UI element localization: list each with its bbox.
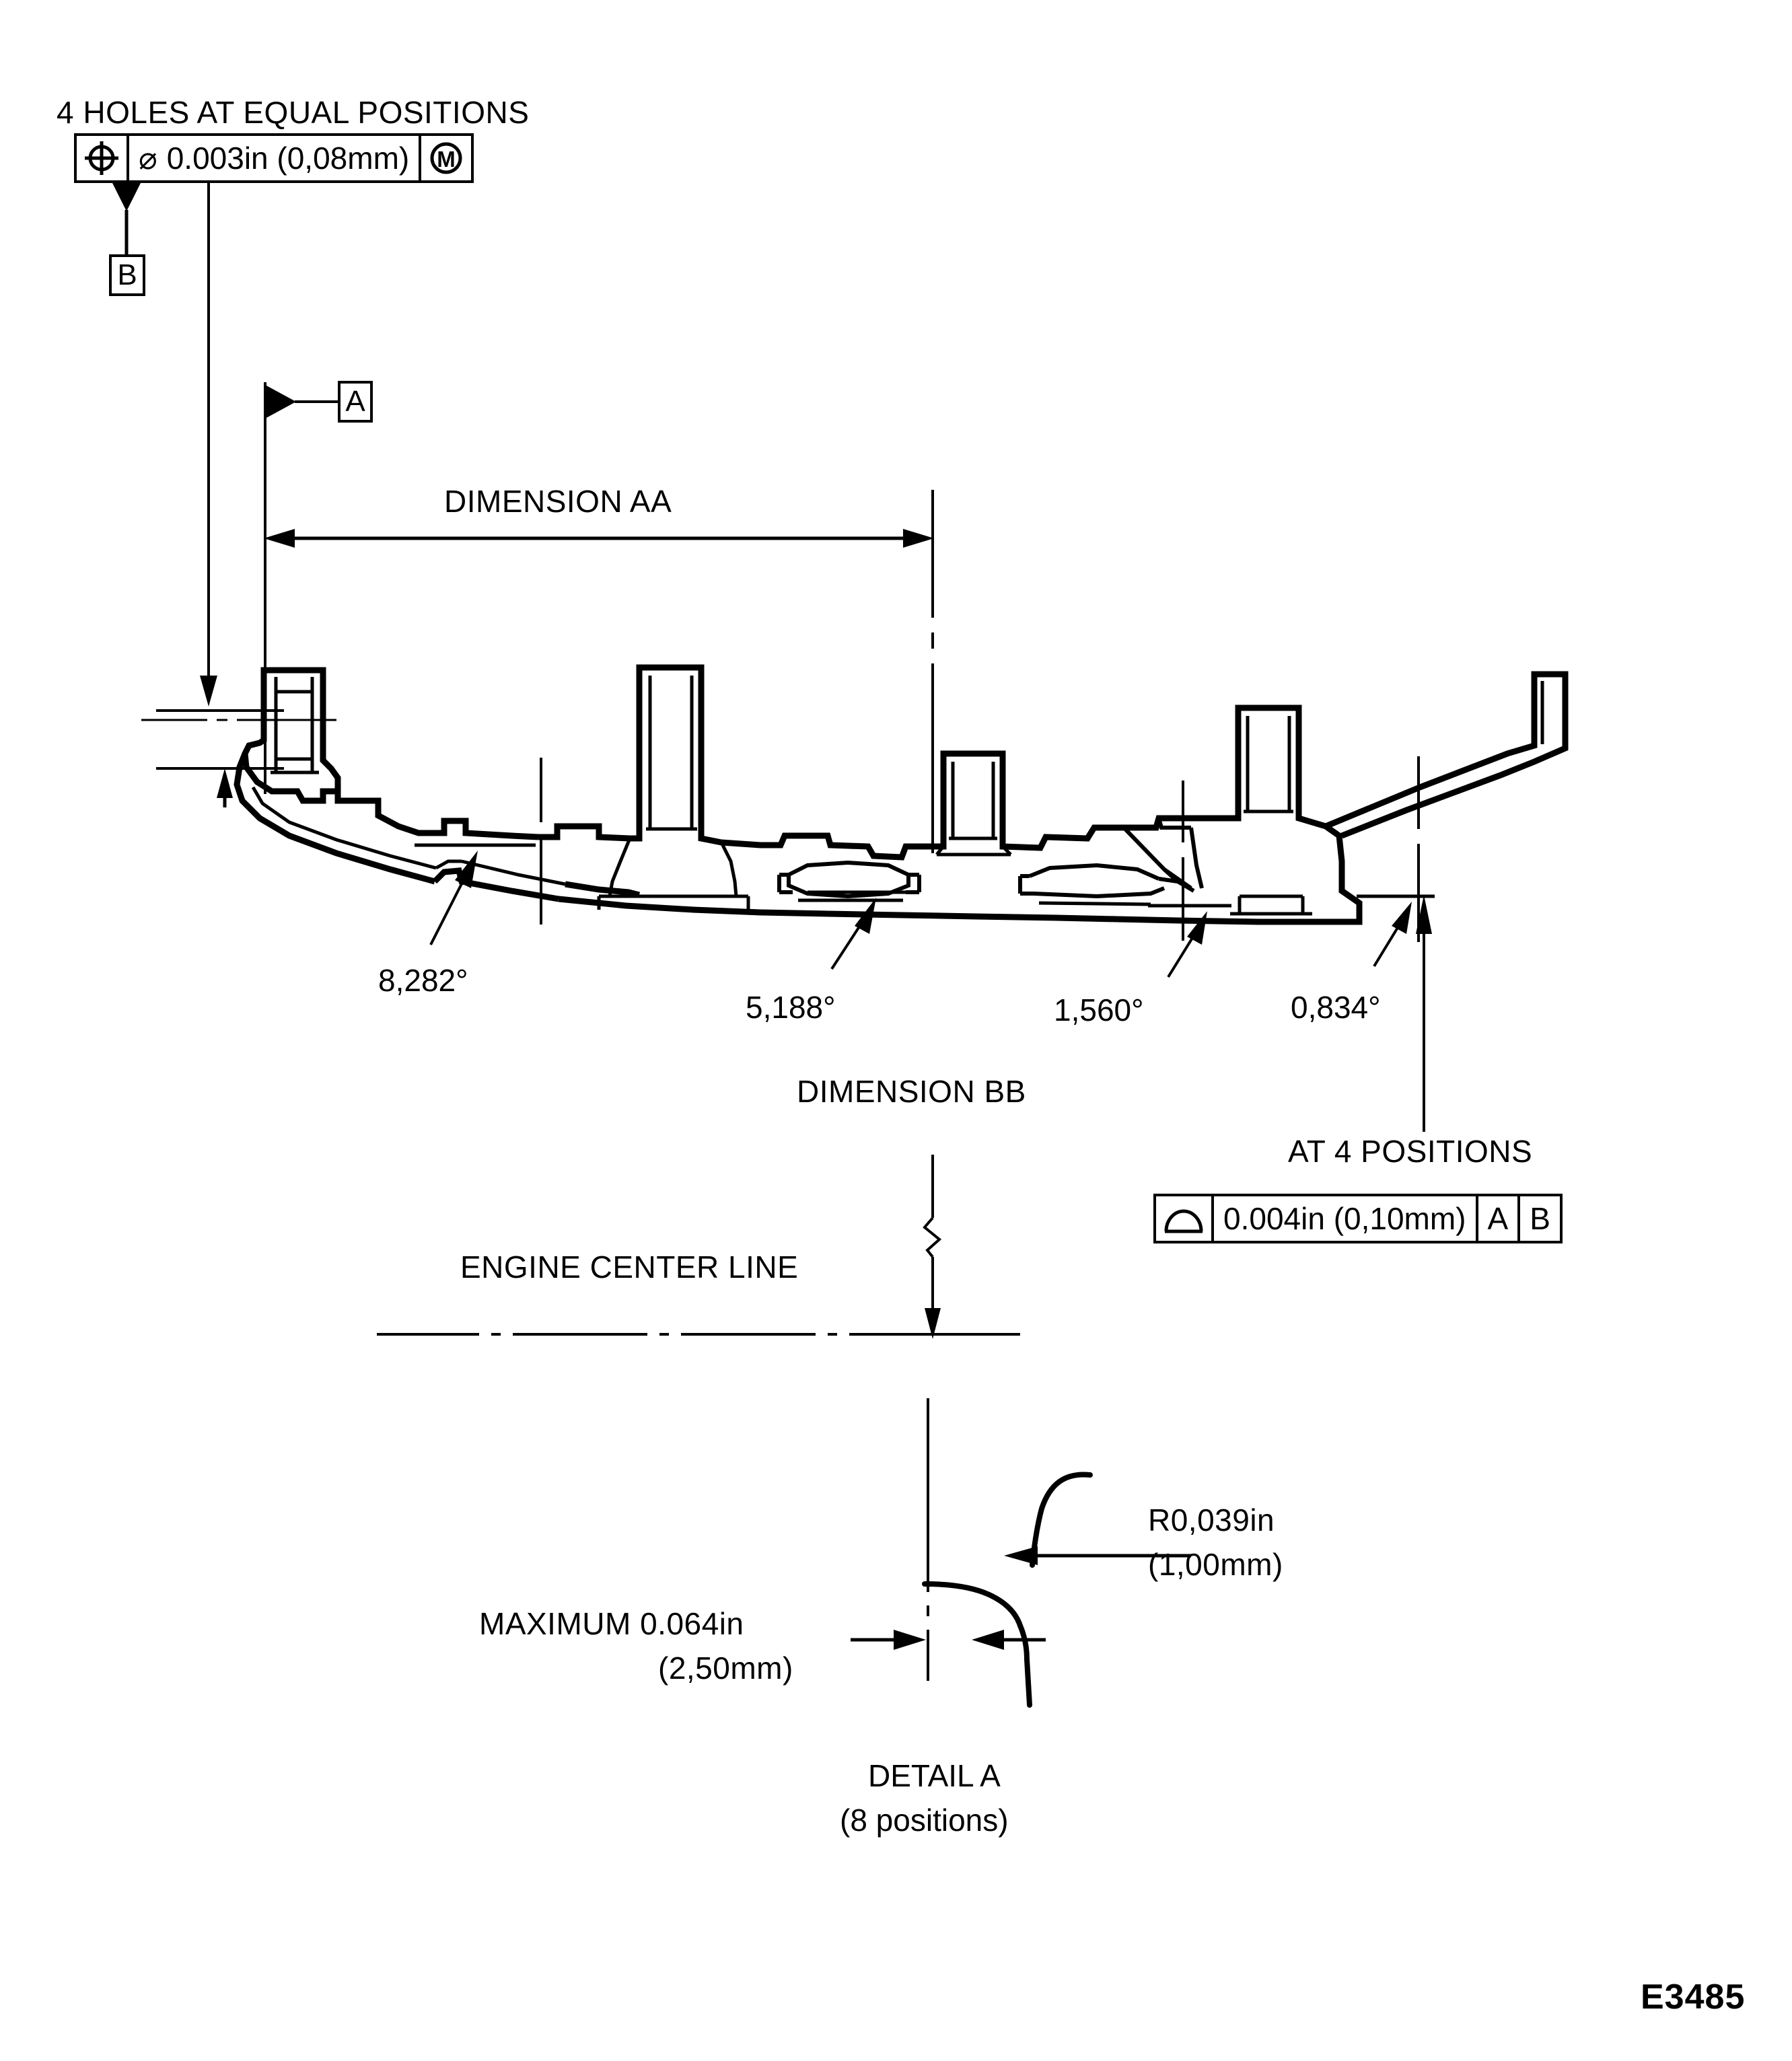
datum-b-leader [112,182,141,260]
position-tolerance-cell: ⌀ 0.003in (0,08mm) [129,136,422,180]
dimension-aa-label: DIMENSION AA [444,484,672,519]
dimension-aa-arrow [264,529,934,548]
mmc-modifier-symbol: M [421,136,471,180]
detail-a-center-line [927,1398,929,1681]
angle-value-1: 8,282° [378,963,468,998]
profile-of-surface-symbol [1156,1196,1214,1241]
angle-value-4: 0,834° [1291,990,1381,1025]
profile-tolerance-value: 0.004in (0,10mm) [1223,1201,1466,1236]
profile-feature-control-frame: 0.004in (0,10mm) A B [1153,1194,1563,1243]
position-feature-control-frame: ⌀ 0.003in (0,08mm) M [74,133,474,183]
detail-a-thickness-dimension [851,1630,1046,1650]
section-center-line-1 [540,758,542,925]
profile-tolerance-cell: 0.004in (0,10mm) [1214,1196,1478,1241]
detail-a-title: DETAIL A [868,1758,1001,1793]
detail-a-subtitle: (8 positions) [840,1803,1009,1838]
angle-value-2: 5,188° [746,990,836,1025]
datum-b-extension-line [200,183,217,707]
angle-leader-4 [1357,894,1435,968]
at-4-positions-leader [1416,895,1432,1132]
figure-number: E3485 [1641,1978,1746,2017]
position-symbol [77,136,129,180]
profile-datum-a-label: A [1487,1201,1509,1236]
angle-leader-1 [415,843,536,945]
holes-note-label: 4 HOLES AT EQUAL POSITIONS [57,95,530,130]
detail-a-radius-leader [1004,1546,1191,1565]
dimension-bb-leader [923,1155,942,1339]
datum-b-label: B [117,258,137,291]
profile-datum-b-cell: B [1520,1196,1560,1241]
datum-identifier-b: B [109,254,145,296]
engine-block-cross-section [234,664,1569,925]
angle-leader-3 [1148,904,1231,978]
datum-identifier-a: A [338,381,373,423]
detail-a-radius-line2: (1,00mm) [1148,1547,1283,1582]
datum-a-leader [265,385,339,419]
angle-leader-2 [808,890,917,970]
diameter-symbol: ⌀ [139,141,157,176]
left-boss-center-line [141,719,336,721]
detail-a-max-line1: MAXIMUM 0.064in [479,1606,744,1641]
profile-datum-b-label: B [1530,1201,1550,1236]
at-4-positions-label: AT 4 POSITIONS [1288,1134,1533,1169]
engine-center-line [377,1333,1020,1336]
dimension-bb-label: DIMENSION BB [797,1074,1026,1109]
detail-a-max-line2: (2,50mm) [658,1651,793,1686]
section-center-line-2 [1182,781,1184,941]
dimension-aa-right-extension [931,490,934,853]
svg-text:M: M [437,147,456,172]
detail-a-radius-line1: R0,039in [1148,1503,1275,1538]
position-tolerance-value: 0.003in (0,08mm) [166,141,410,176]
engine-center-line-label: ENGINE CENTER LINE [460,1250,799,1285]
angle-value-3: 1,560° [1054,992,1144,1027]
datum-a-label: A [345,385,365,418]
profile-datum-a-cell: A [1478,1196,1521,1241]
